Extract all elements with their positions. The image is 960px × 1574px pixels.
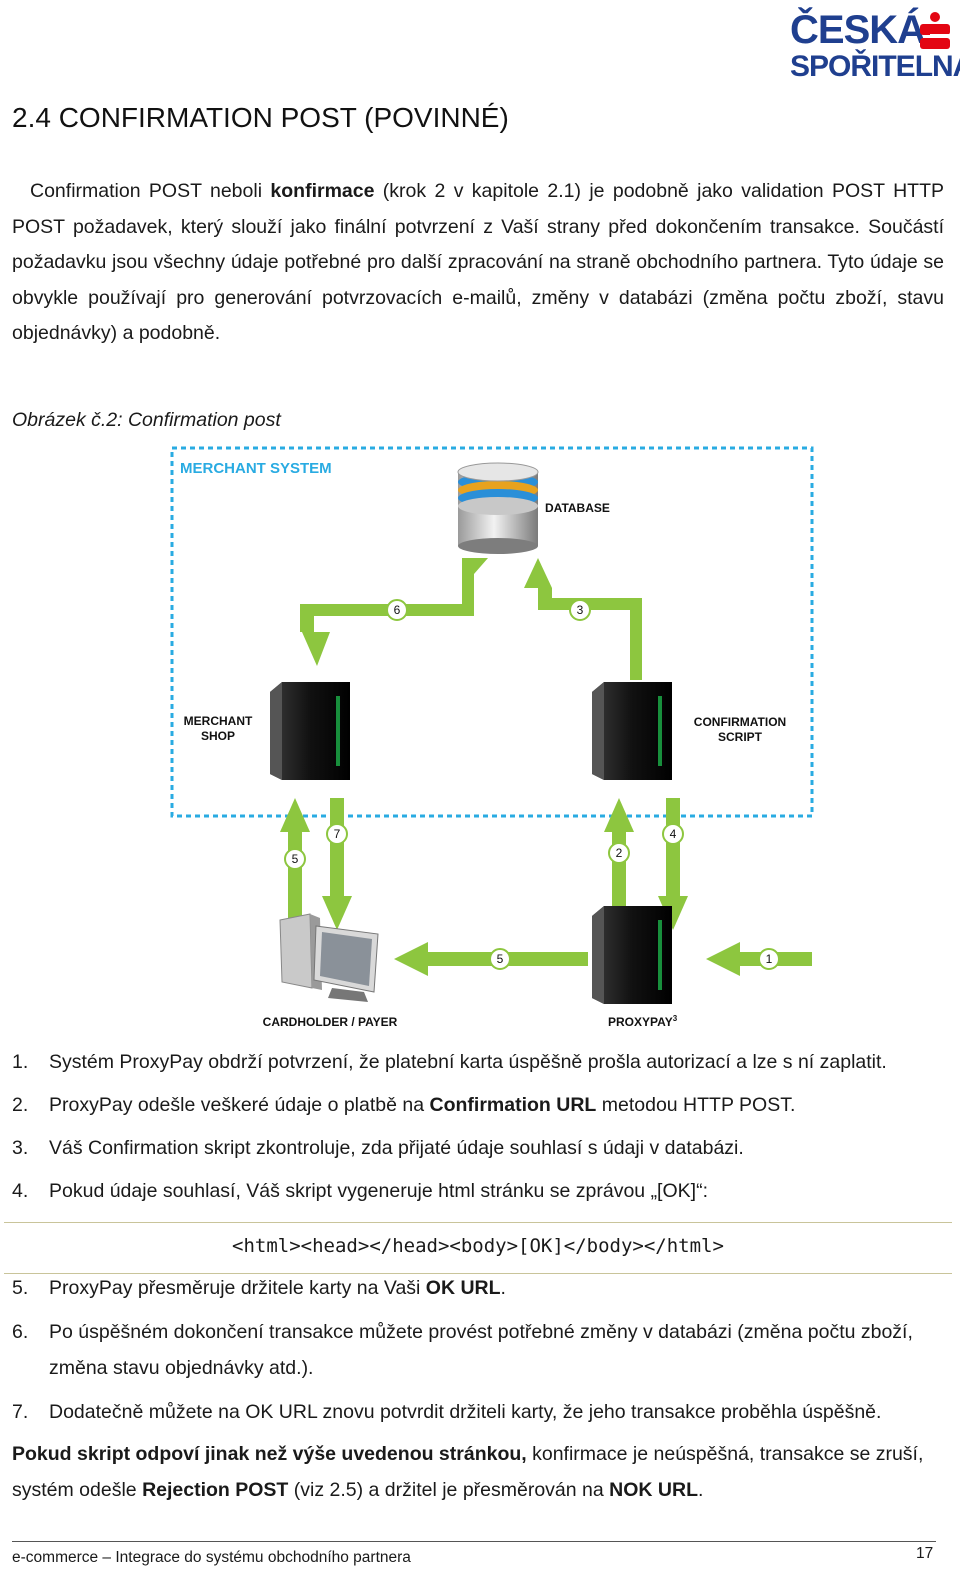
logo-mark-icon (920, 12, 950, 49)
section-heading: 2.4 CONFIRMATION POST (POVINNÉ) (12, 102, 509, 133)
ceska-sporitelna-logo: ČESKÁ SPOŘITELNA (788, 6, 960, 82)
proxypay-label-text: PROXYPAY (608, 1015, 673, 1029)
step-3-num: 3. (12, 1137, 29, 1159)
proxypay-server-icon (592, 906, 672, 1004)
database-label: DATABASE (545, 501, 610, 515)
badge-2: 2 (616, 846, 623, 860)
merchant-system-label: MERCHANT SYSTEM (180, 460, 332, 477)
final-bold-3: NOK URL (609, 1479, 698, 1501)
arrows-db (300, 558, 642, 680)
step-5-num: 5. (12, 1277, 29, 1299)
step-1-num: 1. (12, 1051, 29, 1073)
step-1-text: Systém ProxyPay obdrží potvrzení, že pla… (49, 1051, 887, 1073)
step-7-text: Dodatečně můžete na OK URL znovu potvrdi… (49, 1401, 882, 1423)
figure-caption: Obrázek č.2: Confirmation post (12, 409, 281, 431)
cardholder-computer-icon (279, 913, 379, 1002)
badge-5-horizontal: 5 (497, 952, 504, 966)
merchant-shop-server-icon (270, 682, 350, 780)
step-2-bold: Confirmation URL (429, 1094, 597, 1116)
step-5-bold: OK URL (425, 1277, 501, 1299)
final-paragraph: Pokud skript odpoví jinak než výše uvede… (12, 1436, 947, 1508)
footer-divider (12, 1541, 936, 1542)
logo-line1: ČESKÁ (790, 8, 926, 52)
step-3-text: Váš Confirmation skript zkontroluje, zda… (49, 1137, 744, 1159)
merchant-system-box (170, 446, 814, 818)
final-text-1: konfirmace je neúspěšná, transakce se zr… (12, 1443, 924, 1501)
final-bold-2: Rejection POST (142, 1479, 289, 1501)
step-4-text: Pokud údaje souhlasí, Váš skript vygener… (49, 1180, 708, 1202)
merchant-shop-label-1: MERCHANT (184, 714, 253, 728)
step-5: 5. ProxyPay přesměruje držitele karty na … (12, 1270, 947, 1306)
code-snippet: <html><head></head><body>[OK]</body></ht… (232, 1235, 724, 1257)
database-icon (457, 462, 539, 554)
confirmation-post-diagram: MERCHANT SYSTEM DATABASE 6 3 MERCHANT SH… (170, 446, 814, 1029)
step-6-num: 6. (12, 1321, 29, 1343)
step-7: 7. Dodatečně můžete na OK URL znovu potvr… (12, 1394, 947, 1430)
proxypay-label-sup: 3 (673, 1014, 678, 1023)
steps-list-2: 5. ProxyPay přesměruje držitele karty na … (12, 1270, 947, 1438)
step-4: 4. Pokud údaje souhlasí, Váš skript vygen… (12, 1173, 947, 1209)
step-2-pre: ProxyPay odešle veškeré údaje o platbě n… (49, 1094, 430, 1116)
cardholder-label: CARDHOLDER / PAYER (263, 1015, 398, 1029)
merchant-shop-label-2: SHOP (201, 729, 235, 743)
confirmation-script-label-2: SCRIPT (718, 730, 763, 744)
steps-list-1: 1. Systém ProxyPay obdrží potvrzení, že p… (12, 1044, 947, 1209)
step-6-text: Po úspěšném dokončení transakce můžete p… (49, 1321, 913, 1379)
logo-line2: SPOŘITELNA (790, 50, 960, 83)
badge-1: 1 (766, 952, 773, 966)
step-4-num: 4. (12, 1180, 29, 1202)
intro-paragraph: Confirmation POST neboli konfirmace (kro… (12, 174, 944, 352)
step-5-post: . (500, 1277, 506, 1299)
badge-6: 6 (394, 603, 401, 617)
final-text-2: (viz 2.5) a držitel je přesměrován na (288, 1479, 610, 1501)
intro-part1: Confirmation POST neboli (30, 180, 271, 202)
step-6: 6. Po úspěšném dokončení transakce můžete… (12, 1314, 947, 1386)
badge-4: 4 (670, 827, 677, 841)
step-2-num: 2. (12, 1094, 29, 1116)
arrows-vertical (280, 798, 812, 976)
step-2: 2. ProxyPay odešle veškeré údaje o platbě… (12, 1087, 947, 1123)
badge-5-vertical: 5 (292, 852, 299, 866)
final-bold-1: Pokud skript odpoví jinak než výše uvede… (12, 1443, 527, 1465)
step-5-pre: ProxyPay přesměruje držitele karty na Va… (49, 1277, 426, 1299)
proxypay-label: PROXYPAY3 (608, 1014, 678, 1029)
final-text-3: . (697, 1479, 704, 1501)
code-box: <html><head></head><body>[OK]</body></ht… (4, 1222, 952, 1274)
confirmation-script-server-icon (592, 682, 672, 780)
page-number: 17 (916, 1545, 934, 1562)
intro-bold: konfirmace (270, 180, 375, 202)
badge-7: 7 (334, 827, 341, 841)
step-1: 1. Systém ProxyPay obdrží potvrzení, že p… (12, 1044, 947, 1080)
badge-3: 3 (577, 603, 584, 617)
step-7-num: 7. (12, 1401, 29, 1423)
footer-text: e-commerce – Integrace do systému obchod… (12, 1549, 411, 1566)
confirmation-script-label-1: CONFIRMATION (694, 715, 786, 729)
step-2-post: metodou HTTP POST. (596, 1094, 796, 1116)
intro-part2: (krok 2 v kapitole 2.1) je podobně jako … (12, 180, 944, 344)
step-3: 3. Váš Confirmation skript zkontroluje, z… (12, 1130, 947, 1166)
